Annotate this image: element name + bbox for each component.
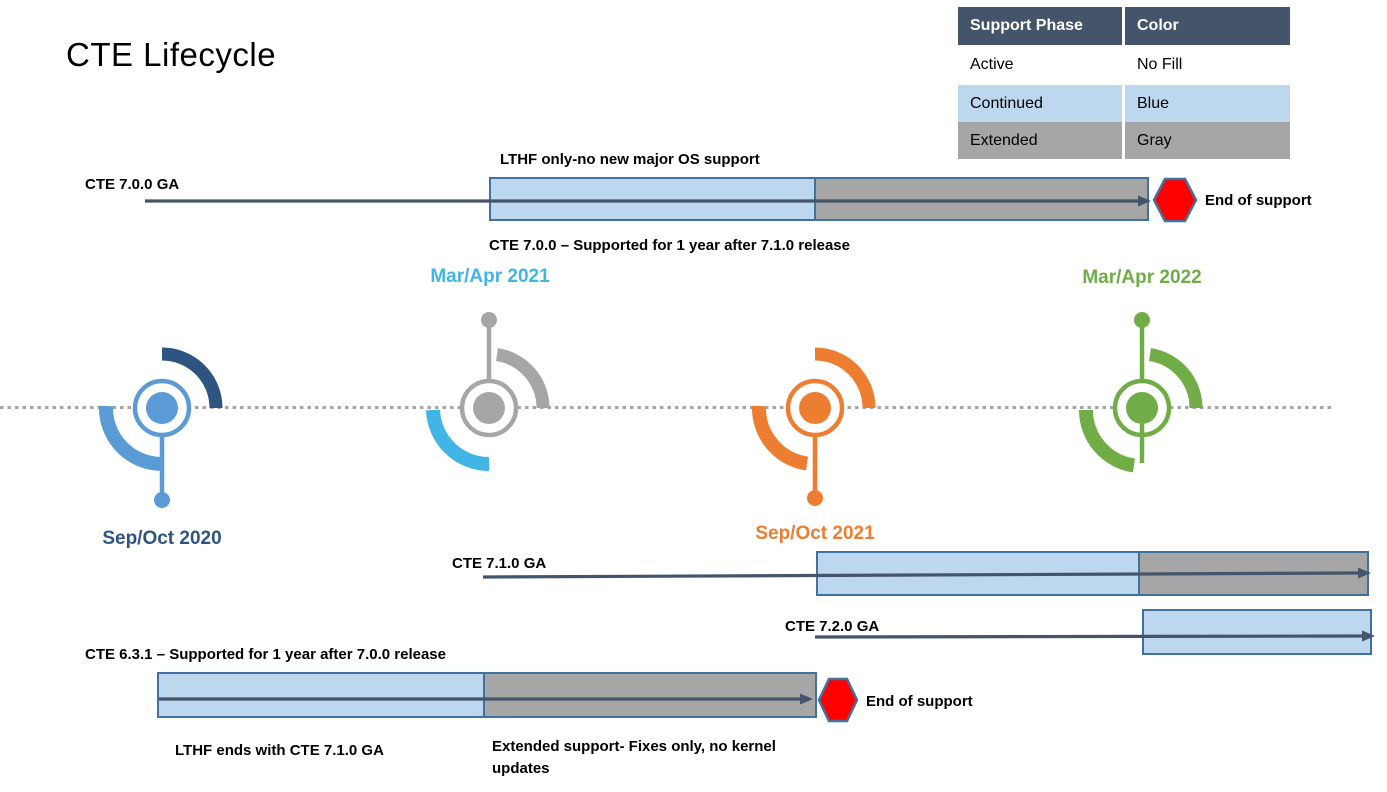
- milestone-icon-mar-apr-2022: [1078, 312, 1203, 473]
- note-lthf-only: LTHF only-no new major OS support: [500, 151, 760, 168]
- milestone-icon-sep-oct-2020: [98, 347, 223, 508]
- note-lthf-ends: LTHF ends with CTE 7.1.0 GA: [175, 742, 384, 759]
- support-bar-cte-710: [816, 551, 1369, 596]
- label-cte-720-ga: CTE 7.2.0 GA: [785, 618, 880, 635]
- timeline-dotted-axis: [0, 406, 1334, 409]
- label-cte-700-ga: CTE 7.0.0 GA: [85, 176, 180, 193]
- continued-support-segment: [818, 553, 1140, 594]
- legend-table: Support Phase Color Active No Fill Conti…: [958, 7, 1290, 159]
- milestone-label-sep-oct-2020: Sep/Oct 2020: [102, 528, 222, 549]
- support-bar-cte-720: [1142, 609, 1372, 655]
- end-of-support-label-bottom: End of support: [866, 693, 973, 710]
- end-of-support-hexagon-icon: [1152, 177, 1198, 223]
- end-of-support-label-top: End of support: [1205, 192, 1312, 209]
- milestone-label-mar-apr-2022: Mar/Apr 2022: [1082, 267, 1202, 288]
- support-bar-cte-700: [489, 177, 1149, 221]
- milestone-label-sep-oct-2021: Sep/Oct 2021: [755, 523, 875, 544]
- legend-row-continued-phase: Continued: [958, 85, 1122, 122]
- legend-row-active-color: No Fill: [1125, 45, 1290, 85]
- extended-support-segment: [1140, 553, 1367, 594]
- milestone-icon-mar-apr-2021: [426, 312, 550, 471]
- page-title: CTE Lifecycle: [66, 36, 277, 73]
- note-cte-700-support: CTE 7.0.0 – Supported for 1 year after 7…: [489, 237, 850, 254]
- legend-row-continued-color: Blue: [1125, 85, 1290, 122]
- continued-support-segment: [159, 674, 485, 716]
- milestone-icon-sep-oct-2021: [751, 347, 876, 506]
- legend-row-extended-phase: Extended: [958, 122, 1122, 159]
- legend-header-color: Color: [1125, 7, 1290, 45]
- support-bar-cte-631: [157, 672, 817, 718]
- legend-row-active-phase: Active: [958, 45, 1122, 85]
- label-cte-710-ga: CTE 7.1.0 GA: [452, 555, 547, 572]
- continued-support-segment: [1144, 611, 1370, 653]
- legend-header-support-phase: Support Phase: [958, 7, 1122, 45]
- continued-support-segment: [491, 179, 816, 219]
- milestone-label-mar-apr-2021: Mar/Apr 2021: [430, 266, 550, 287]
- extended-support-segment: [485, 674, 815, 716]
- extended-support-segment: [816, 179, 1147, 219]
- note-cte-631-support: CTE 6.3.1 – Supported for 1 year after 7…: [85, 646, 446, 663]
- note-extended-support: Extended support- Fixes only, no kernel …: [492, 738, 776, 777]
- legend-row-extended-color: Gray: [1125, 122, 1290, 159]
- end-of-support-hexagon-icon: [817, 677, 859, 723]
